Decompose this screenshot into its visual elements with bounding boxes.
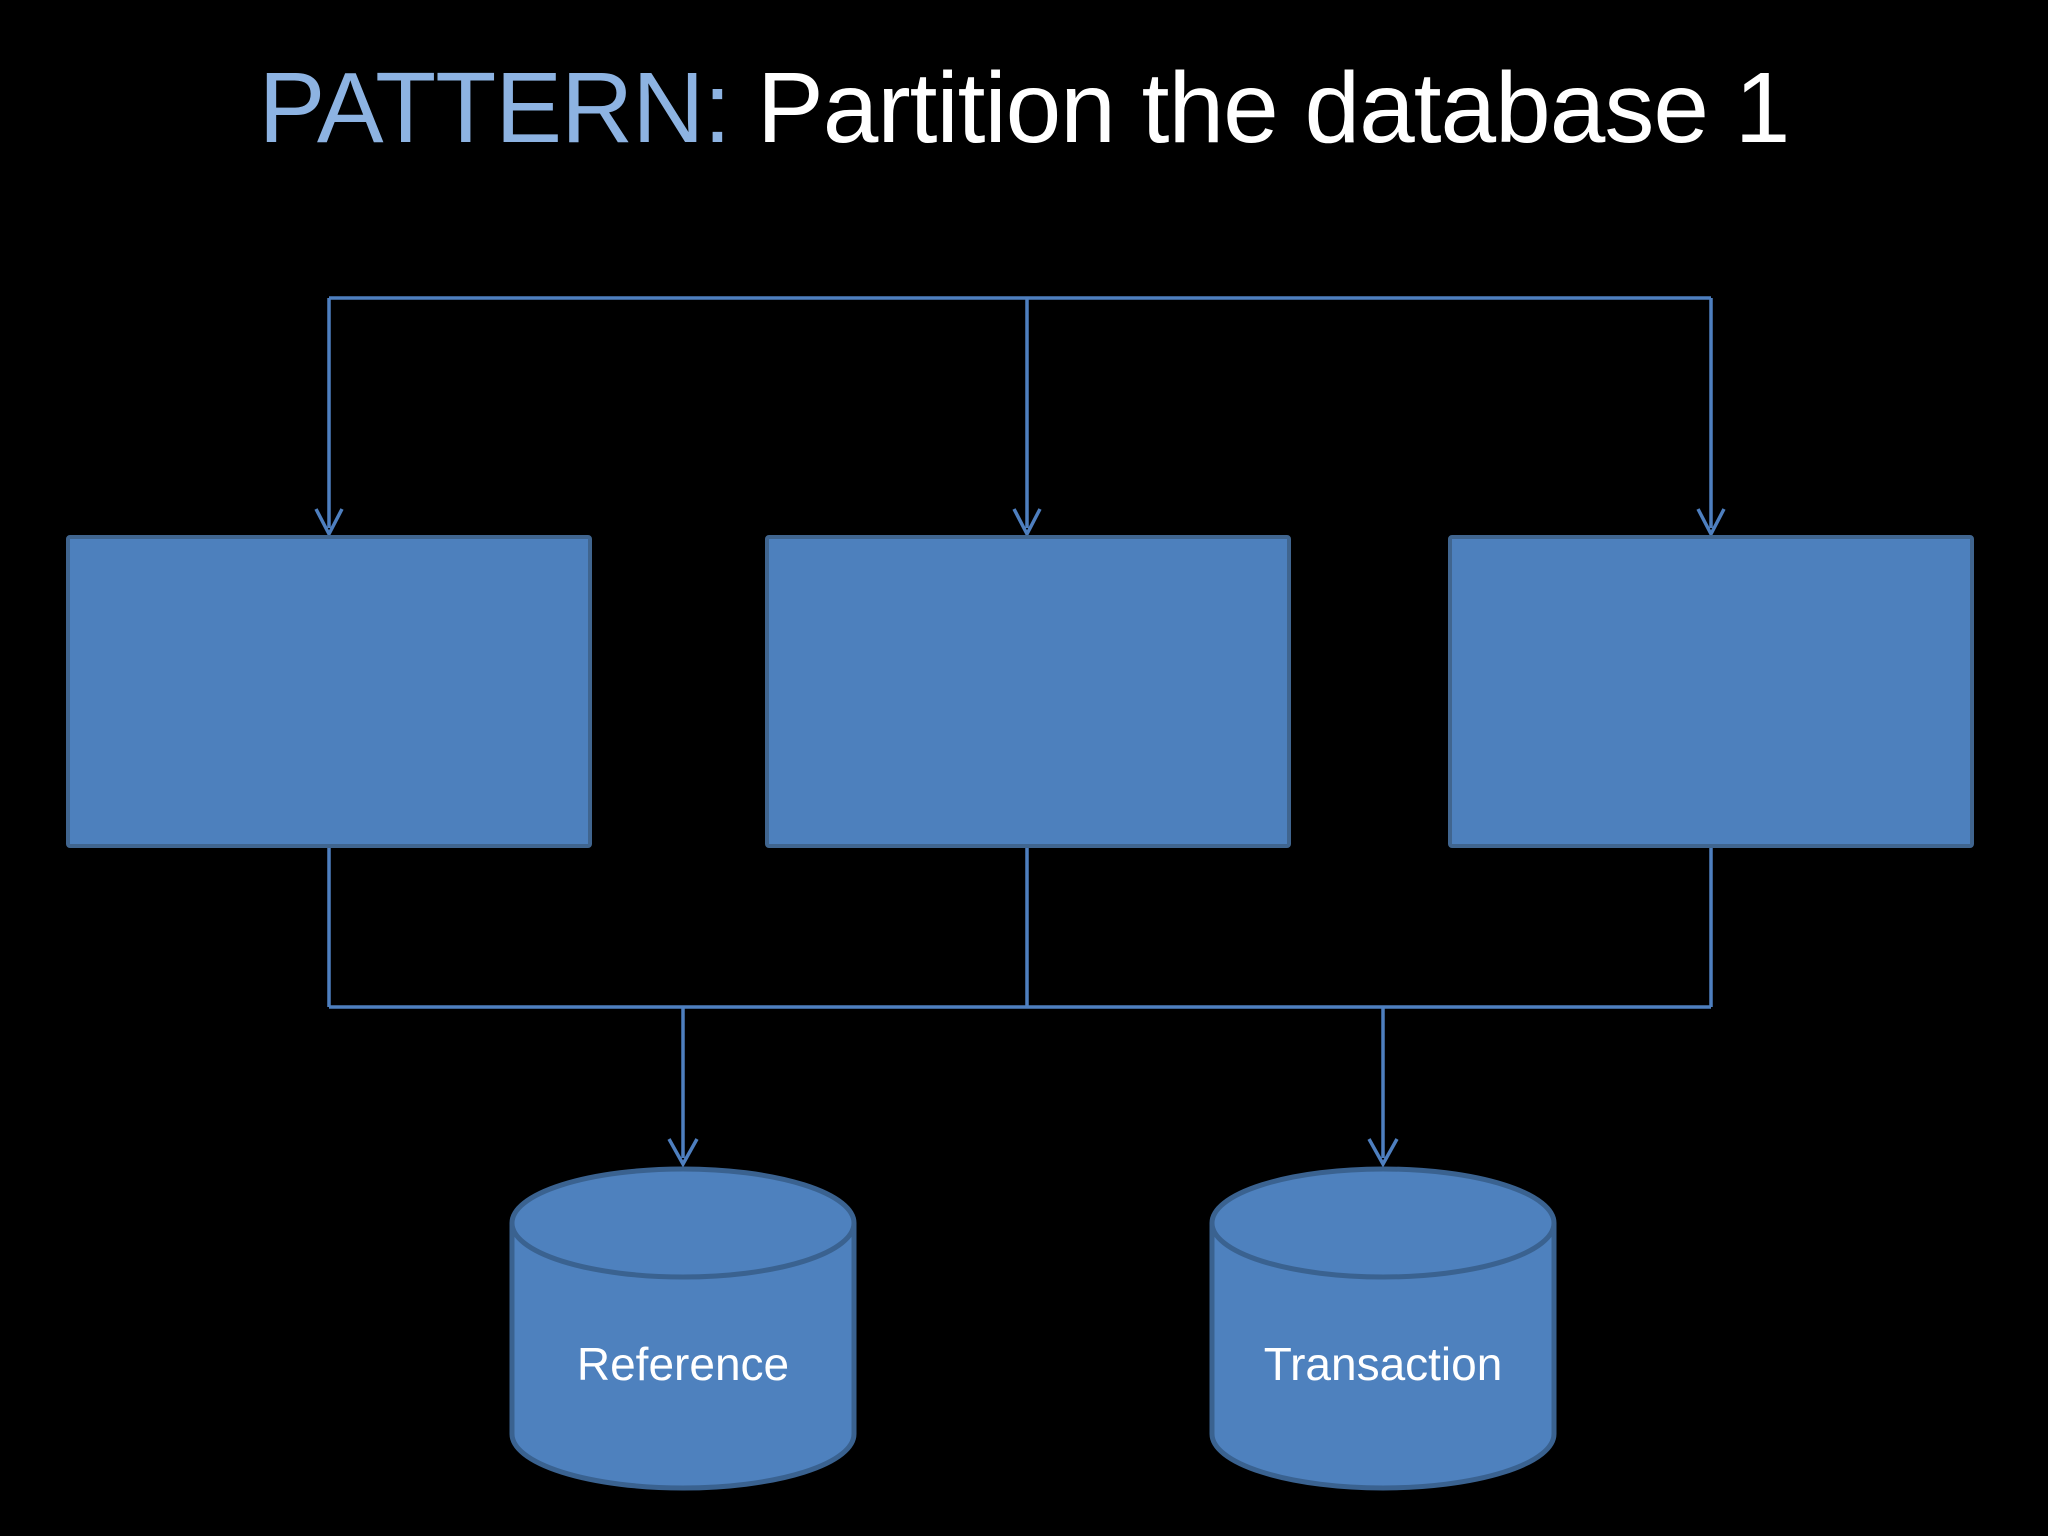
arrowhead-reference-db-icon [667, 1138, 699, 1168]
title-keyword: PATTERN: [258, 52, 732, 164]
arrowhead-box-1-icon [314, 508, 344, 538]
reference-db-cylinder-body [509, 1223, 857, 1491]
title-text: Partition the database 1 [730, 52, 1790, 164]
partition-box-2 [765, 535, 1291, 848]
page-title: PATTERN: Partition the database 1 [0, 52, 2048, 164]
connector-lines [314, 296, 1726, 1168]
partition-box-1 [66, 535, 592, 848]
arrowhead-transaction-db-icon [1367, 1138, 1399, 1168]
transaction-db-label: Transaction [1264, 1338, 1503, 1390]
arrowhead-box-2-icon [1012, 508, 1042, 538]
transaction-db-cylinder-top [1209, 1166, 1557, 1280]
database-cylinders [509, 1166, 1557, 1491]
transaction-db-cylinder-body [1209, 1223, 1557, 1491]
arrowhead-box-3-icon [1696, 508, 1726, 538]
partition-boxes [66, 535, 1974, 848]
reference-db-label: Reference [577, 1338, 789, 1390]
reference-db-cylinder-top [509, 1166, 857, 1280]
partition-box-3 [1448, 535, 1974, 848]
database-labels: Reference Transaction [577, 1338, 1502, 1390]
